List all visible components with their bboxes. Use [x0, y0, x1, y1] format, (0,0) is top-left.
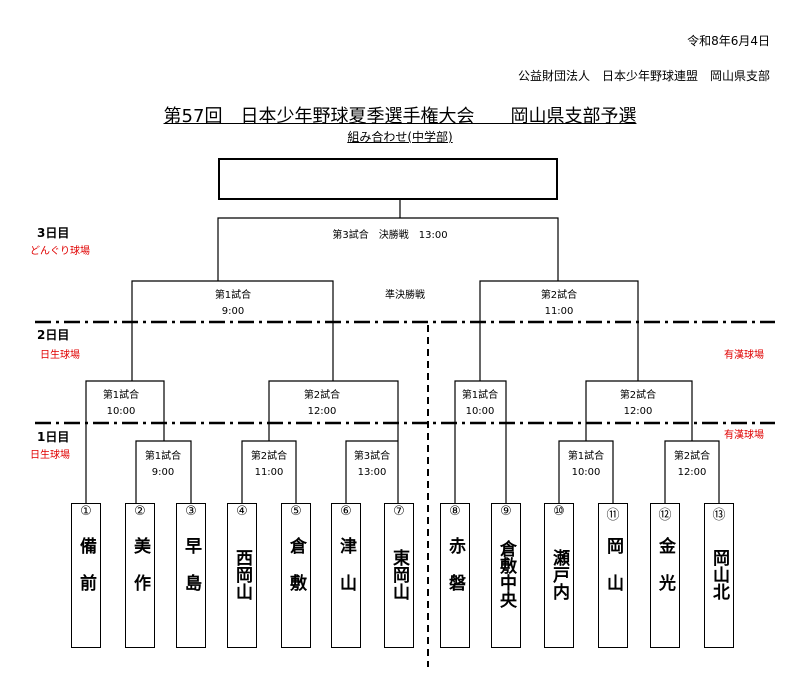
- team-number: ⑤: [290, 504, 302, 519]
- page-subtitle: 組み合わせ(中学部): [347, 130, 453, 144]
- team-number: ⑫: [658, 508, 672, 523]
- day2-venue-left: 日生球場: [40, 350, 80, 361]
- day1-game-3: 第3試合: [353, 451, 391, 462]
- team-box-12: ⑫ 金光: [650, 503, 680, 648]
- team-box-13: ⑬ 岡山北: [704, 503, 734, 648]
- team-number: ⑧: [449, 504, 461, 519]
- day1-time-3: 13:00: [357, 467, 387, 478]
- team-box-3: ③ 早島: [176, 503, 206, 648]
- team-name: 赤磐: [445, 537, 465, 611]
- page-title: 第57回 日本少年野球夏季選手権大会 岡山県支部予選: [163, 106, 637, 127]
- day2-time-4: 12:00: [623, 406, 653, 417]
- team-name: 東岡山: [389, 548, 409, 600]
- team-number: ⑬: [712, 508, 726, 523]
- team-number: ⑪: [606, 508, 620, 523]
- day1-time-4: 10:00: [571, 467, 601, 478]
- team-name: 美作: [130, 537, 150, 611]
- team-number: ③: [185, 504, 197, 519]
- team-name: 岡山北: [709, 548, 729, 600]
- team-name: 津山: [336, 537, 356, 611]
- team-number: ①: [80, 504, 92, 519]
- final-label: 第3試合 決勝戦 13:00: [332, 230, 448, 241]
- team-box-2: ② 美作: [125, 503, 155, 648]
- team-box-6: ⑥ 津山: [331, 503, 361, 648]
- team-number: ②: [134, 504, 146, 519]
- team-box-11: ⑪ 岡山: [598, 503, 628, 648]
- day2-venue-right: 有漢球場: [724, 350, 764, 361]
- semi-left-game: 第1試合: [214, 290, 252, 301]
- semifinal-label: 準決勝戦: [385, 290, 425, 301]
- team-number: ⑩: [553, 504, 565, 519]
- semi-right-game: 第2試合: [540, 290, 578, 301]
- day1-game-2: 第2試合: [250, 451, 288, 462]
- team-name: 岡山: [603, 537, 623, 611]
- semi-left-time: 9:00: [221, 306, 245, 317]
- team-box-7: ⑦ 東岡山: [384, 503, 414, 648]
- team-name: 備前: [76, 537, 96, 611]
- team-name: 金光: [655, 537, 675, 611]
- team-name: 倉敷: [286, 537, 306, 611]
- day2-game-2: 第2試合: [303, 390, 341, 401]
- organization: 公益財団法人 日本少年野球連盟 岡山県支部: [517, 69, 770, 83]
- team-box-1: ① 備前: [71, 503, 101, 648]
- day2-time-2: 12:00: [307, 406, 337, 417]
- team-box-5: ⑤ 倉敷: [281, 503, 311, 648]
- team-name: 倉敷中央: [496, 540, 516, 608]
- day1-venue-right: 有漢球場: [724, 430, 764, 441]
- day1-time-2: 11:00: [254, 467, 284, 478]
- team-number: ⑦: [393, 504, 405, 519]
- day3-label: 3日目: [37, 226, 70, 240]
- day1-time-5: 12:00: [677, 467, 707, 478]
- day2-game-4: 第2試合: [619, 390, 657, 401]
- team-box-10: ⑩ 瀬戸内: [544, 503, 574, 648]
- day2-game-1: 第1試合: [102, 390, 140, 401]
- day1-game-4: 第1試合: [567, 451, 605, 462]
- team-box-9: ⑨ 倉敷中央: [491, 503, 521, 648]
- champion-box: [218, 158, 558, 200]
- team-number: ⑥: [340, 504, 352, 519]
- team-box-8: ⑧ 赤磐: [440, 503, 470, 648]
- team-number: ⑨: [500, 504, 512, 519]
- team-box-4: ④ 西岡山: [227, 503, 257, 648]
- day2-time-1: 10:00: [106, 406, 136, 417]
- day1-game-1: 第1試合: [144, 451, 182, 462]
- date: 令和8年6月4日: [687, 34, 770, 48]
- day2-game-3: 第1試合: [461, 390, 499, 401]
- semi-right-time: 11:00: [544, 306, 574, 317]
- day1-venue-left: 日生球場: [30, 450, 70, 461]
- team-name: 瀬戸内: [549, 548, 569, 600]
- team-name: 西岡山: [232, 548, 252, 600]
- team-name: 早島: [181, 537, 201, 611]
- day1-label: 1日目: [37, 430, 70, 444]
- day2-label: 2日目: [37, 328, 70, 342]
- day3-venue: どんぐり球場: [30, 246, 90, 257]
- day2-time-3: 10:00: [465, 406, 495, 417]
- day1-game-5: 第2試合: [673, 451, 711, 462]
- day1-time-1: 9:00: [151, 467, 175, 478]
- team-number: ④: [236, 504, 248, 519]
